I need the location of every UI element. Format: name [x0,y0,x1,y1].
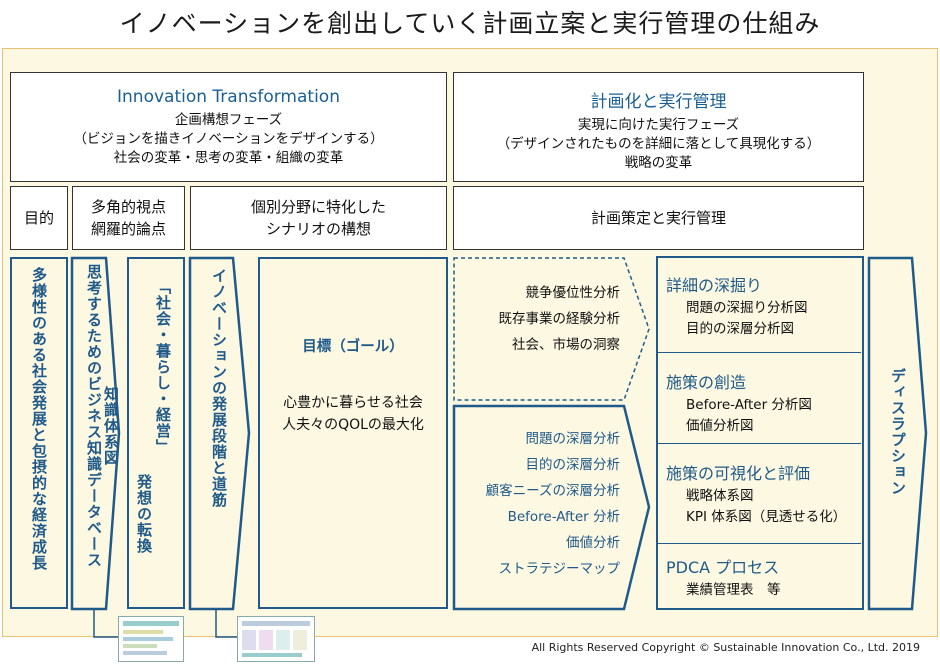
analysis-bottom-item: 顧客ニーズの深層分析 [485,483,620,499]
knowledge-text-2: 知識体系図 [102,386,120,466]
section-detail: 詳細の深掘り 問題の深掘り分析図 目的の深層分析図 [658,258,861,353]
section-line: Before-After 分析図 [686,397,812,413]
sections-box: 詳細の深掘り 問題の深掘り分析図 目的の深層分析図 施策の創造 Before-A… [656,256,864,610]
analysis-top-item: 社会、市場の洞察 [512,337,620,353]
analysis-bottom-item: 問題の深層分析 [525,431,621,447]
society-text-1: 「社会・暮らし・経営」 [154,279,172,455]
analysis-bottom-item: Before-After 分析 [507,509,620,525]
goal-line-2: 人夫々のQOLの最大化 [282,417,424,433]
section-pdca: PDCA プロセス 業績管理表 等 [658,544,861,607]
disruption-arrow [867,256,928,611]
perspective-label-2: 網羅的論点 [90,220,166,238]
right-header-line-2: （デザインされたものを詳細に落として具現化する） [496,136,821,152]
goal-line-1: 心豊かに暮らせる社会 [283,395,423,411]
scenario-header: 個別分野に特化した シナリオの構想 [190,186,447,250]
scenario-label-2: シナリオの構想 [265,220,371,238]
right-header-line-1: 実現に向けた実行フェーズ [577,117,740,133]
planning-header: 計画策定と実行管理 [453,186,864,250]
right-header-line-3: 戦略の変革 [624,155,693,171]
section-title: 施策の創造 [666,373,747,392]
analysis-bottom-list: 問題の深層分析 目的の深層分析 顧客ニーズの深層分析 Before-After … [460,426,620,582]
page-title: イノベーションを創出していく計画立案と実行管理の仕組み [119,9,821,38]
analysis-top-arrow [453,257,650,401]
section-title: 詳細の深掘り [666,276,763,295]
section-line: 業績管理表 等 [686,582,781,598]
knowledge-text-1: 思考するためのビジネス知識データベース [85,264,103,568]
innovation-text: イノベーションの発展段階と道筋 [210,268,228,508]
innovation-arrow [188,256,251,611]
left-header-line-3: 社会の変革・思考の変革・組織の変革 [113,150,344,166]
section-visualization: 施策の可視化と評価 戦略体系図 KPI 体系図（見透せる化） [658,444,861,544]
goal-title: 目標（ゴール） [302,339,404,355]
perspective-label-1: 多角的視点 [90,198,166,216]
left-header-line-2: （ビジョンを描きイノベーションをデザインする） [73,131,384,147]
analysis-bottom-item: 目的の深層分析 [525,457,621,473]
left-header-title: Innovation Transformation [117,87,340,107]
left-header-box: Innovation Transformation 企画構想フェーズ （ビジョン… [10,72,447,182]
society-column: 「社会・暮らし・経営」 発想の転換 [127,257,185,609]
section-creation: 施策の創造 Before-After 分析図 価値分析図 [658,353,861,444]
development-stage-thumbnail [237,616,315,662]
section-line: 価値分析図 [686,418,754,434]
knowledge-map-thumbnail [118,616,184,662]
planning-label: 計画策定と実行管理 [590,209,726,227]
growth-text: 多様性のある社会発展と包摂的な経済成長 [30,267,48,571]
society-text-2: 発想の転換 [135,474,153,554]
analysis-top-item: 競争優位性分析 [525,285,621,301]
section-title: PDCA プロセス [666,558,780,577]
left-header-line-1: 企画構想フェーズ [174,112,283,128]
knowledge-arrow [70,256,121,611]
right-header-box: 計画化と実行管理 実現に向けた実行フェーズ （デザインされたものを詳細に落として… [453,72,864,182]
copyright-text: All Rights Reserved Copyright © Sustaina… [531,641,920,654]
section-line: 目的の深層分析図 [686,321,794,337]
analysis-top-list: 競争優位性分析 既存事業の経験分析 社会、市場の洞察 [460,280,621,358]
analysis-bottom-item: ストラテジーマップ [498,561,621,577]
section-line: 問題の深掘り分析図 [686,300,808,316]
section-line: 戦略体系図 [686,488,754,504]
purpose-label: 目的 [23,209,54,227]
purpose-header: 目的 [10,186,68,250]
thumbnail-connectors [93,609,238,638]
analysis-bottom-item: 価値分析 [566,535,620,551]
right-header-title: 計画化と実行管理 [590,92,727,112]
perspective-header: 多角的視点 網羅的論点 [72,186,185,250]
disruption-text: ディスラプション [889,368,907,496]
growth-column: 多様性のある社会発展と包摂的な経済成長 [10,257,68,609]
section-line: KPI 体系図（見透せる化） [686,509,847,525]
goal-box: 目標（ゴール） 心豊かに暮らせる社会 人夫々のQOLの最大化 [258,257,448,609]
scenario-label-1: 個別分野に特化した [250,198,386,216]
section-title: 施策の可視化と評価 [666,464,811,483]
analysis-top-item: 既存事業の経験分析 [498,311,621,327]
analysis-bottom-arrow [452,404,651,611]
